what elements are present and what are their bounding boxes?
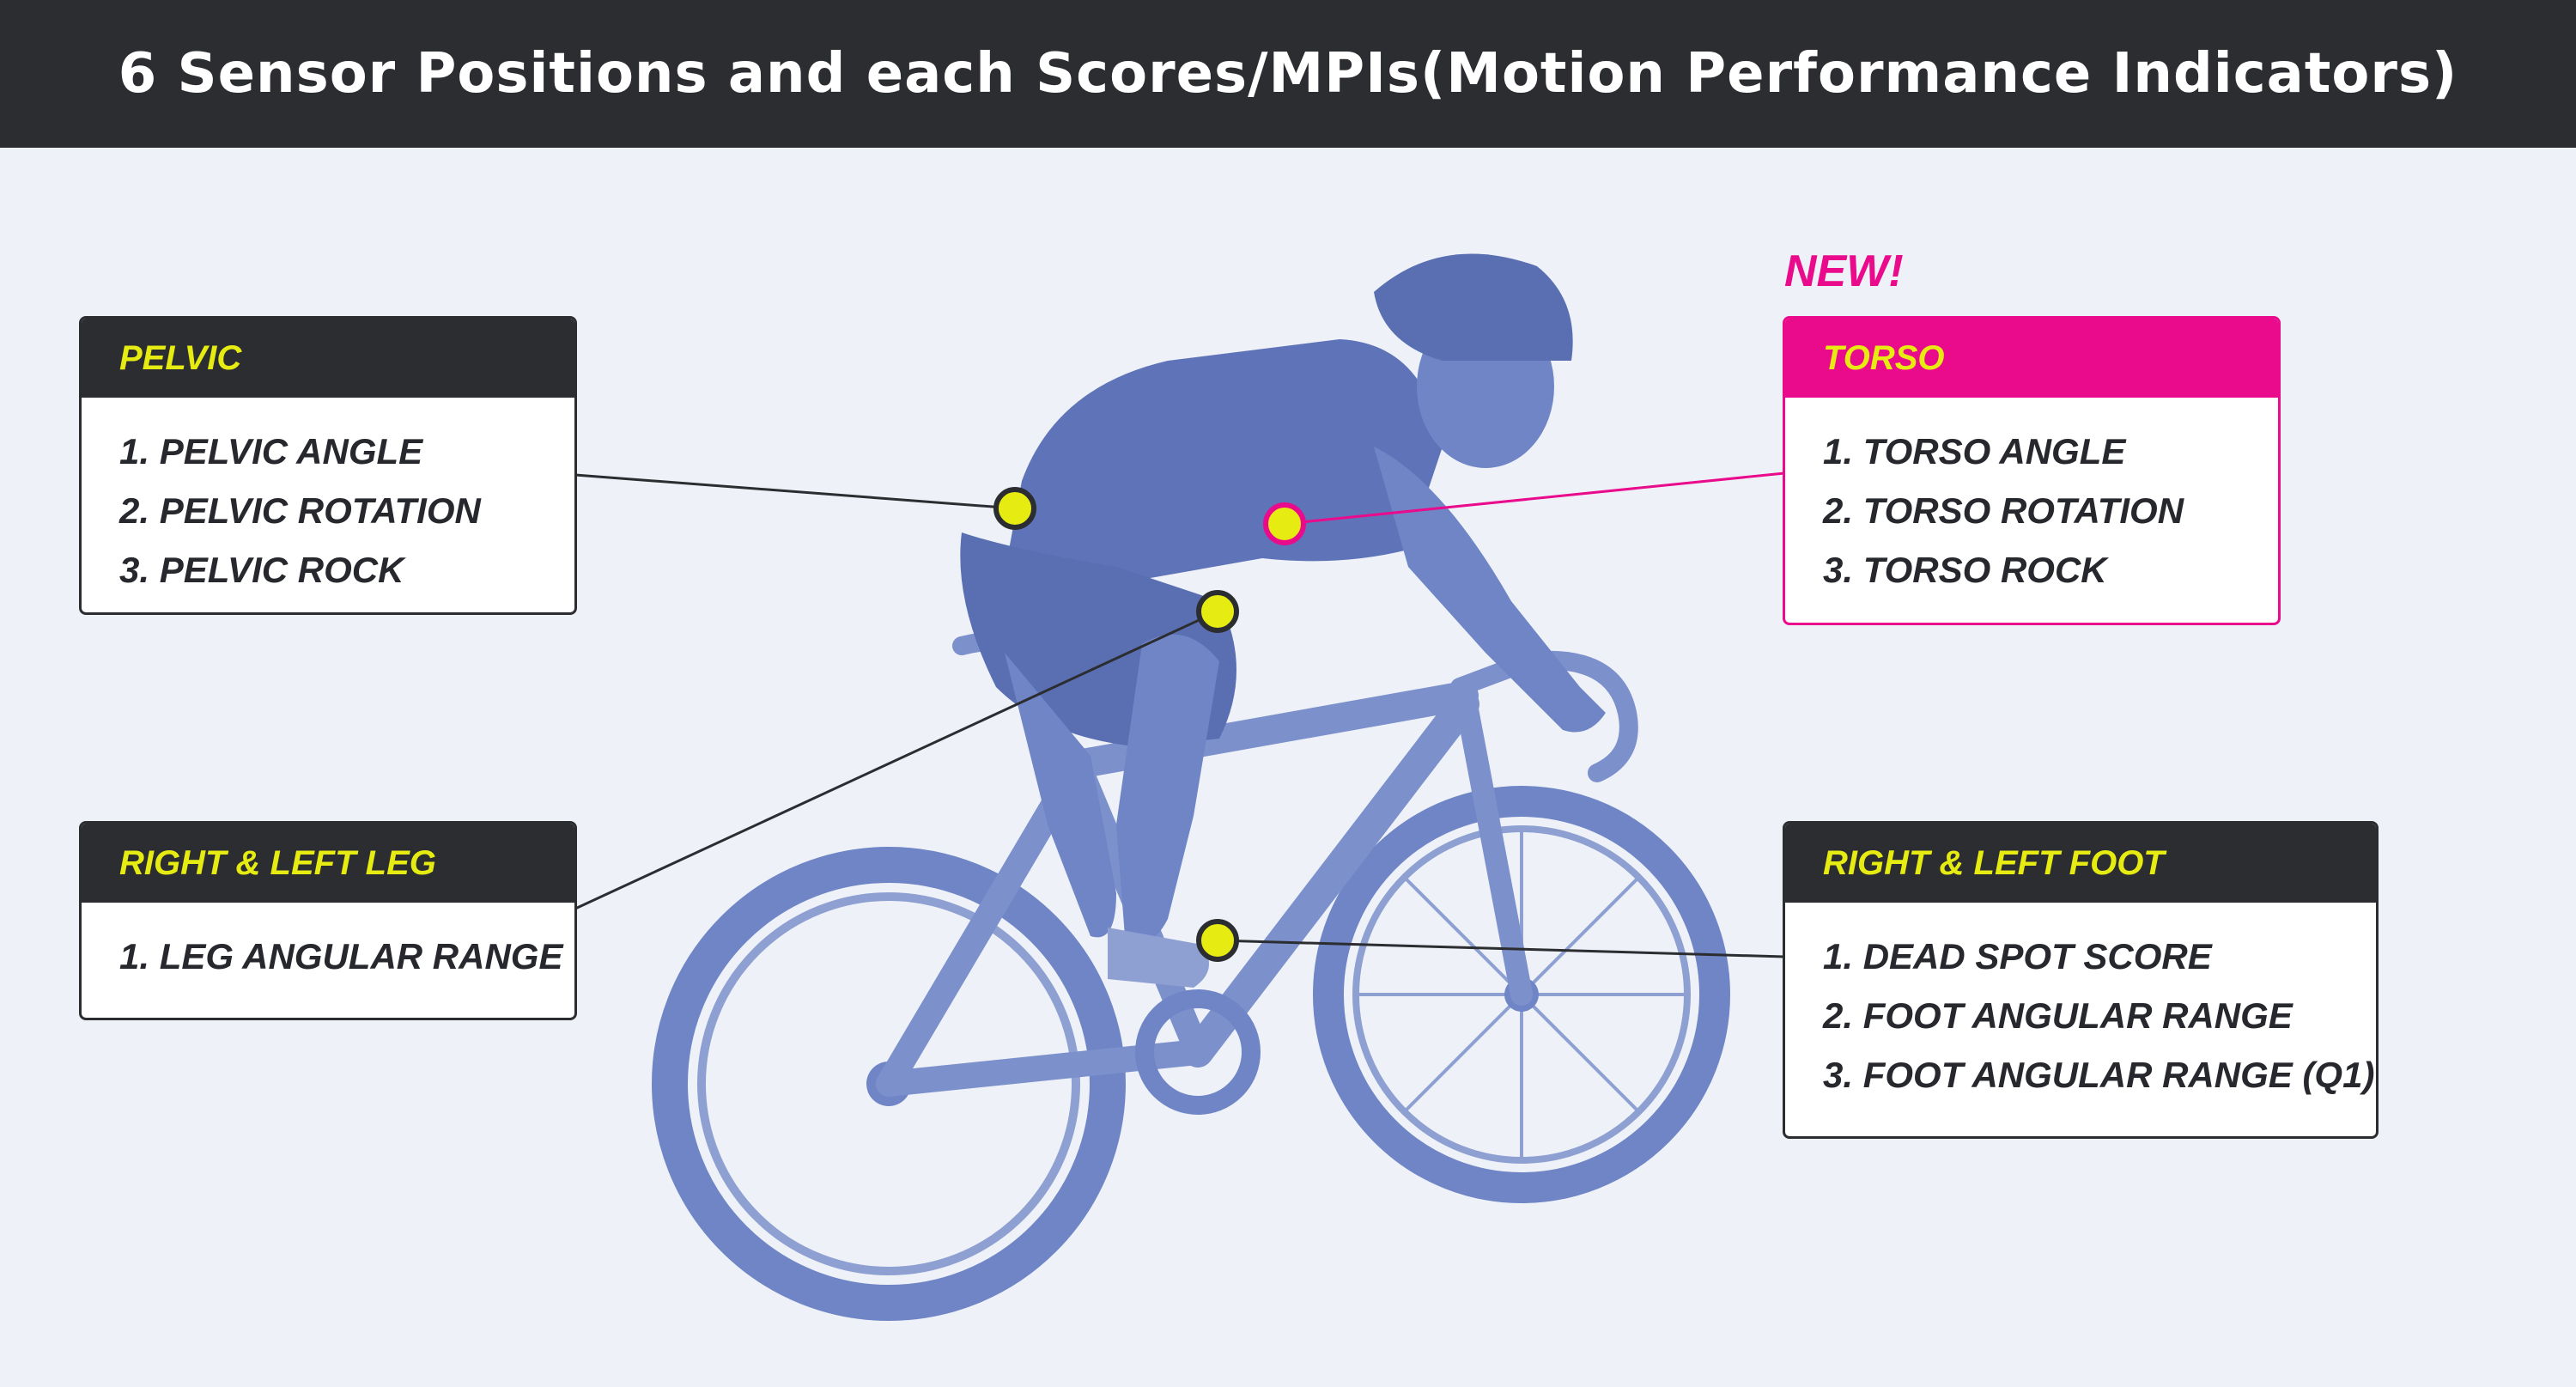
list-item: 1. DEAD SPOT SCORE <box>1823 936 2212 976</box>
torso-metrics-list: 1. TORSO ANGLE 2. TORSO ROTATION 3. TORS… <box>1785 398 2278 599</box>
chainring <box>1135 989 1261 1115</box>
list-item: 3. FOOT ANGULAR RANGE (Q1) <box>1823 1055 2375 1095</box>
leg-card-title: RIGHT & LEFT LEG <box>119 843 436 882</box>
foot-card-title: RIGHT & LEFT FOOT <box>1823 843 2165 882</box>
front-wheel <box>1313 786 1730 1203</box>
list-item: 2. TORSO ROTATION <box>1823 490 2184 531</box>
connector-leg <box>574 610 1218 910</box>
torso-card-title: TORSO <box>1823 338 1945 377</box>
leg-metrics-list: 1. LEG ANGULAR RANGE <box>82 903 574 986</box>
list-item: 1. PELVIC ANGLE <box>119 431 423 471</box>
sensor-leg[interactable] <box>1196 590 1239 633</box>
sensor-foot[interactable] <box>1196 919 1239 962</box>
title-bar: 6 Sensor Positions and each Scores/MPIs(… <box>0 0 2576 148</box>
pelvic-card-header: PELVIC <box>82 319 574 398</box>
connector-pelvic <box>574 473 1016 510</box>
bike-frame <box>876 630 1638 1097</box>
leg-card: RIGHT & LEFT LEG 1. LEG ANGULAR RANGE <box>79 821 577 1020</box>
new-badge: NEW! <box>1784 246 1904 296</box>
sensor-torso[interactable] <box>1263 502 1306 545</box>
pelvic-card-title: PELVIC <box>119 338 242 377</box>
rider <box>960 253 1606 988</box>
page-title: 6 Sensor Positions and each Scores/MPIs(… <box>118 42 2458 106</box>
connector-foot <box>1217 939 1785 958</box>
pelvic-card: PELVIC 1. PELVIC ANGLE 2. PELVIC ROTATIO… <box>79 316 577 615</box>
list-item: 3. PELVIC ROCK <box>119 550 404 590</box>
torso-card-header: TORSO <box>1785 319 2278 398</box>
list-item: 3. TORSO ROCK <box>1823 550 2107 590</box>
foot-metrics-list: 1. DEAD SPOT SCORE 2. FOOT ANGULAR RANGE… <box>1785 903 2376 1104</box>
torso-card: TORSO 1. TORSO ANGLE 2. TORSO ROTATION 3… <box>1783 316 2281 625</box>
foot-card-header: RIGHT & LEFT FOOT <box>1785 824 2376 903</box>
list-item: 1. LEG ANGULAR RANGE <box>119 936 563 976</box>
leg-card-header: RIGHT & LEFT LEG <box>82 824 574 903</box>
list-item: 1. TORSO ANGLE <box>1823 431 2126 471</box>
pelvic-metrics-list: 1. PELVIC ANGLE 2. PELVIC ROTATION 3. PE… <box>82 398 574 599</box>
connector-torso <box>1284 471 1785 526</box>
list-item: 2. FOOT ANGULAR RANGE <box>1823 995 2293 1036</box>
list-item: 2. PELVIC ROTATION <box>119 490 481 531</box>
foot-card: RIGHT & LEFT FOOT 1. DEAD SPOT SCORE 2. … <box>1783 821 2379 1139</box>
sensor-pelvic[interactable] <box>993 487 1036 530</box>
cyclist-illustration <box>652 253 1730 1321</box>
